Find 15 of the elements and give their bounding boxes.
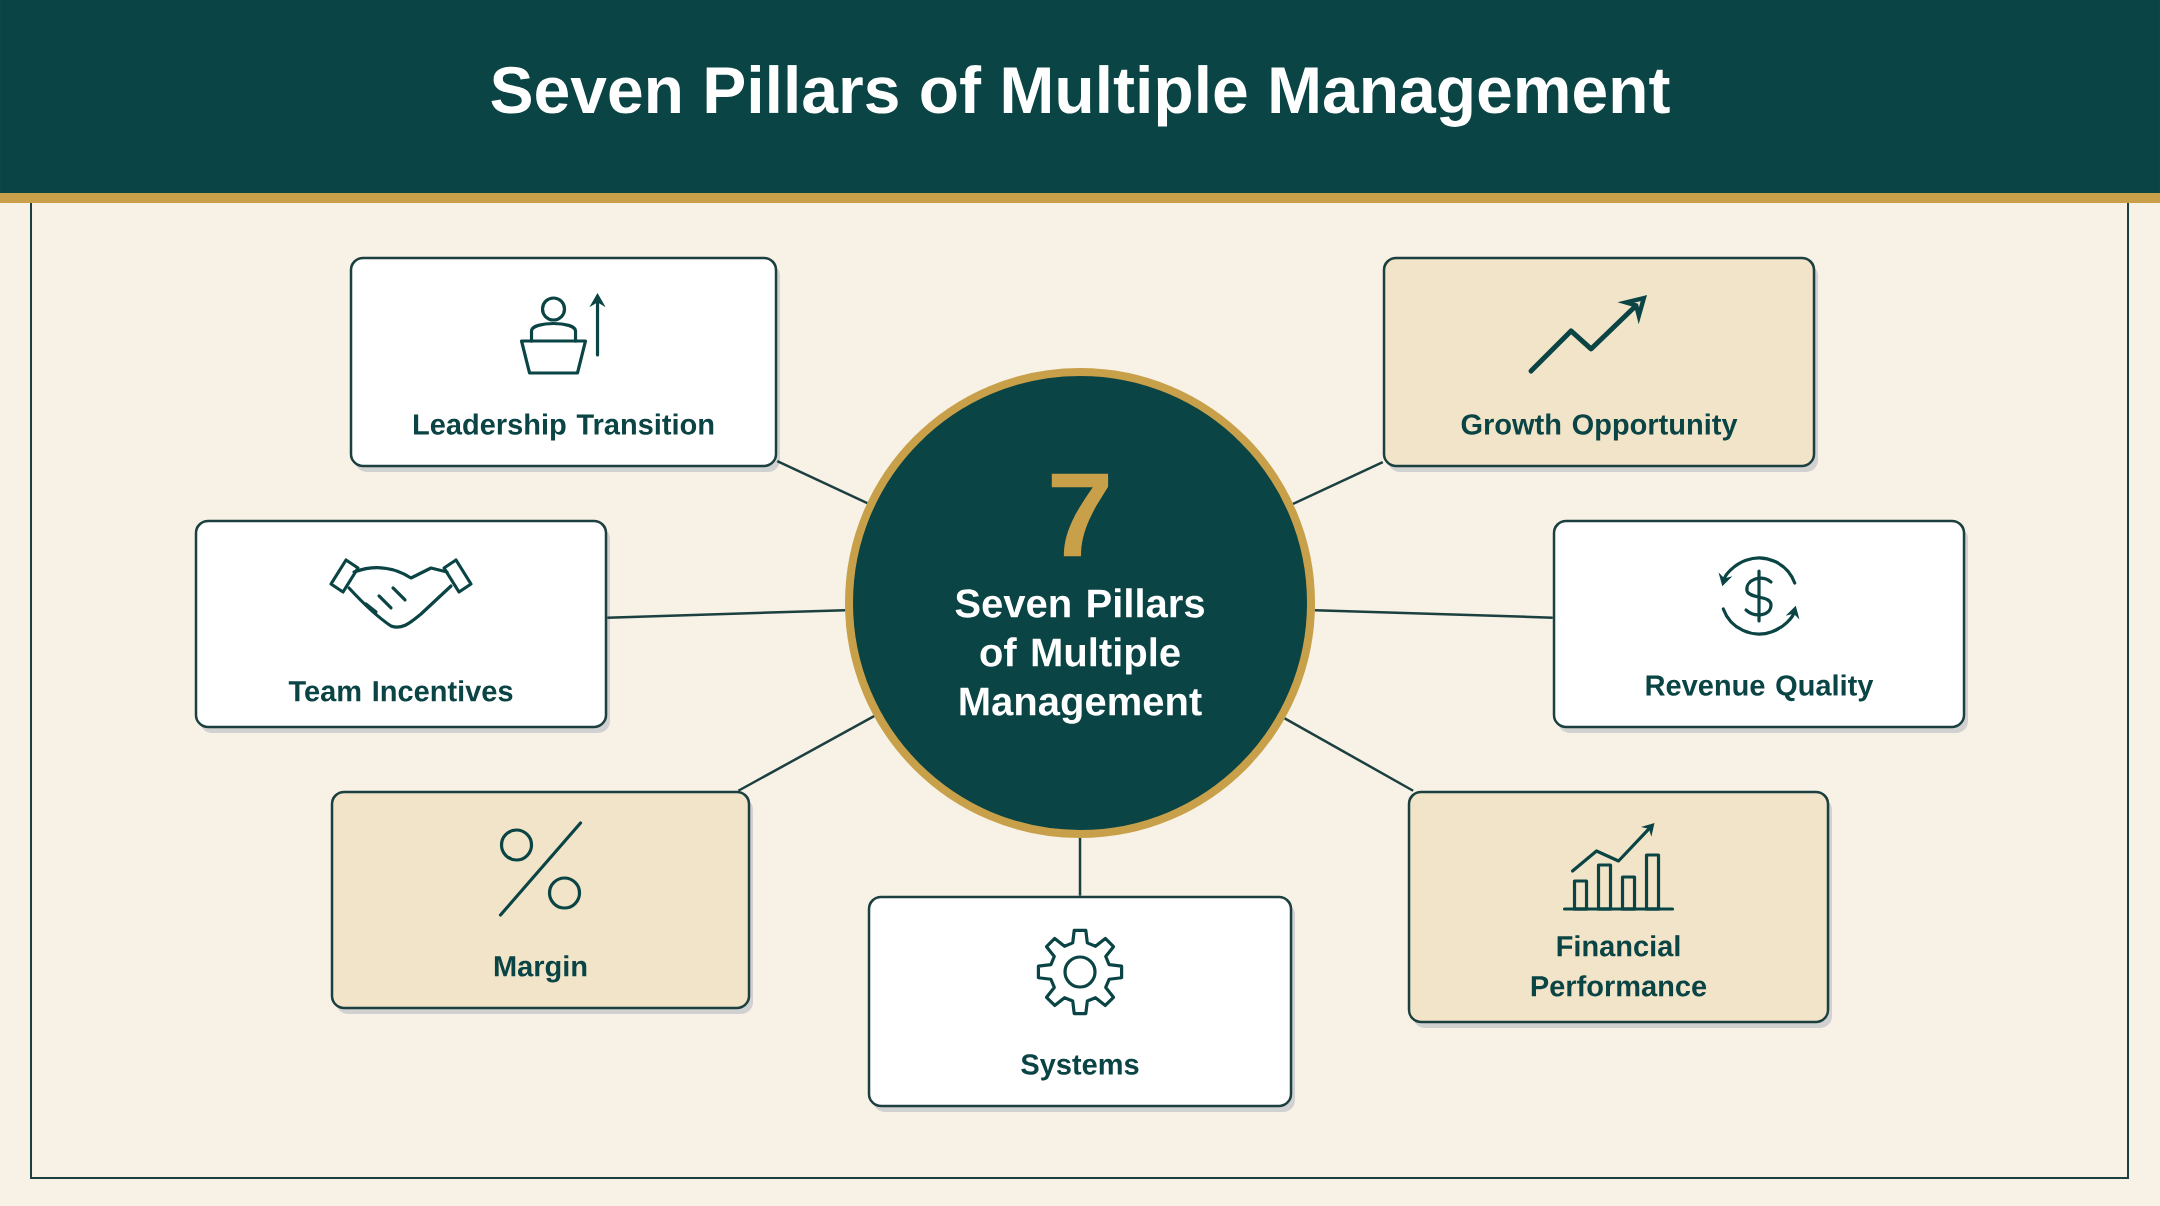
pillar-box: Leadership Transition <box>349 256 780 472</box>
connector-line <box>1314 609 1553 619</box>
connector-line <box>737 715 875 792</box>
title: Seven Pillars of Multiple Management <box>491 65 1670 127</box>
connector-line <box>776 459 868 505</box>
pillar-box: Financial Performance <box>1407 790 1832 1028</box>
pillar-box: Team Incentives <box>194 519 610 733</box>
pillar-box: Margin <box>330 790 753 1014</box>
connector-line <box>1078 838 1082 896</box>
connector-line <box>1284 717 1414 792</box>
pillar-box: Revenue Quality <box>1552 519 1968 733</box>
connector-line <box>607 609 846 619</box>
connector-line <box>1292 461 1384 506</box>
pillar-box: Systems <box>867 895 1295 1112</box>
pillar-box: Growth Opportunity <box>1382 256 1818 472</box>
